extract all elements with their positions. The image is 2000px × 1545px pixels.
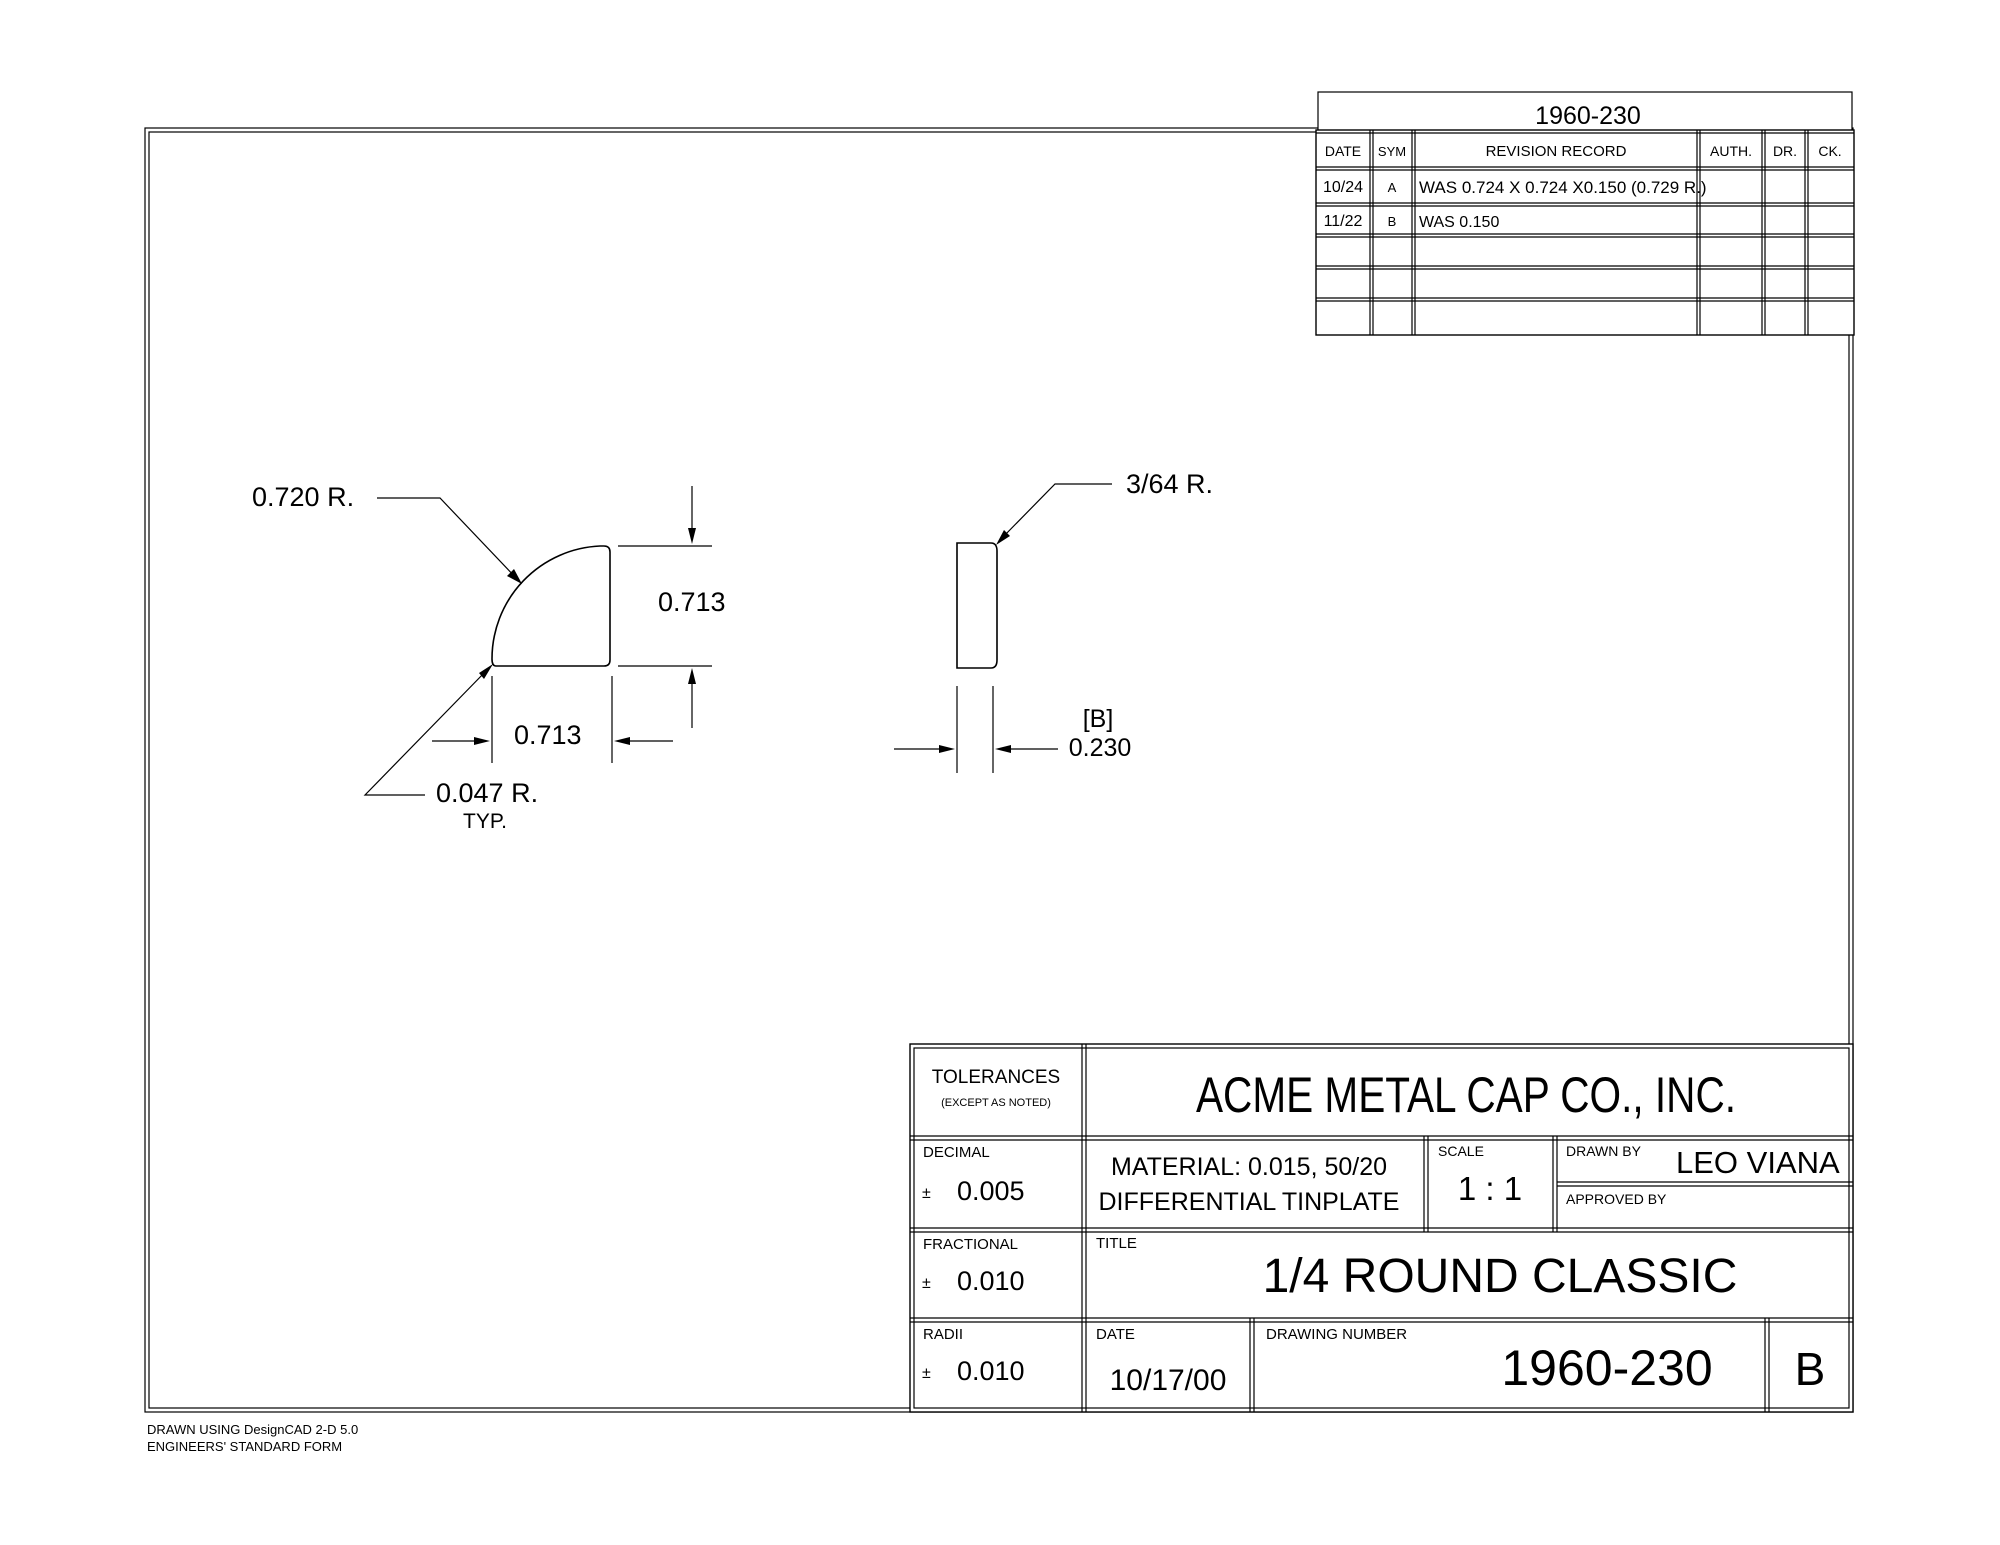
quarter-round-profile: 0.720 R. 0.713 0.713 0.047 R. TYP.: [252, 482, 726, 833]
drawing-title: 1/4 ROUND CLASSIC: [1263, 1250, 1738, 1303]
drawn-by-label: DRAWN BY: [1566, 1143, 1642, 1159]
revision-letter: B: [1795, 1343, 1826, 1395]
approved-by-label: APPROVED BY: [1566, 1191, 1667, 1207]
tolerances-note: (EXCEPT AS NOTED): [941, 1097, 1051, 1109]
edge-radius-arrowhead: [996, 530, 1010, 545]
revision-block: 1960-230 DATE SYM REVISION RECORD AUTH. …: [1315, 91, 1855, 336]
radii-plus-minus: ±: [922, 1365, 931, 1382]
fractional-plus-minus: ±: [922, 1275, 931, 1292]
revision-row-a-sym: A: [1388, 180, 1397, 195]
fractional-tolerance-value: 0.010: [957, 1266, 1025, 1296]
revision-row-b-date: 11/22: [1324, 213, 1363, 230]
footer-notes: DRAWN USING DesignCAD 2-D 5.0 ENGINEERS'…: [147, 1422, 358, 1454]
revision-header-record: REVISION RECORD: [1486, 143, 1627, 160]
radii-tolerance-value: 0.010: [957, 1356, 1025, 1386]
edge-radius-leader: [1000, 483, 1112, 540]
company-name: ACME METAL CAP CO., INC.: [1196, 1067, 1736, 1123]
side-view-outline: [956, 542, 998, 669]
decimal-tolerance-value: 0.005: [957, 1176, 1025, 1206]
outer-radius-leader: [377, 497, 519, 581]
height-dimension-label: 0.713: [658, 587, 726, 617]
revision-row-a-record: WAS 0.724 X 0.724 X0.150 (0.729 R.): [1419, 178, 1707, 197]
outer-radius-label: 0.720 R.: [252, 482, 354, 512]
drawn-by-value: LEO VIANA: [1676, 1145, 1840, 1180]
outer-radius-arrowhead: [507, 569, 522, 584]
corner-radius-label: 0.047 R.: [436, 778, 538, 808]
revision-header-dr: DR.: [1773, 143, 1797, 159]
revision-row-a-date: 10/24: [1323, 179, 1363, 196]
drawing-number: 1960-230: [1501, 1340, 1712, 1396]
revision-row-b-record: WAS 0.150: [1419, 214, 1499, 231]
decimal-label: DECIMAL: [923, 1144, 990, 1161]
date-label: DATE: [1096, 1326, 1135, 1343]
material-line-2: DIFFERENTIAL TINPLATE: [1099, 1188, 1400, 1216]
scale-label: SCALE: [1438, 1143, 1484, 1159]
height-arrowhead-bottom: [688, 668, 696, 684]
footer-form-note: ENGINEERS' STANDARD FORM: [147, 1439, 342, 1454]
scale-value: 1 : 1: [1458, 1170, 1522, 1207]
thickness-revision-marker: [B]: [1083, 705, 1114, 733]
material-line-1: MATERIAL: 0.015, 50/20: [1111, 1153, 1387, 1181]
thickness-dimension-label: 0.230: [1069, 734, 1132, 762]
corner-radius-arrowhead: [479, 664, 493, 679]
revision-header-ck: CK.: [1818, 143, 1841, 159]
revision-header-auth: AUTH.: [1710, 143, 1752, 159]
revision-header-date: DATE: [1325, 143, 1361, 159]
corner-radius-leader: [363, 669, 488, 796]
title-block: TOLERANCES (EXCEPT AS NOTED) ACME METAL …: [909, 1043, 1854, 1413]
footer-software-note: DRAWN USING DesignCAD 2-D 5.0: [147, 1422, 358, 1437]
corner-radius-typ-note: TYP.: [463, 810, 507, 833]
width-arrowhead-right: [614, 737, 630, 745]
radii-label: RADII: [923, 1326, 963, 1343]
edge-radius-label: 3/64 R.: [1126, 469, 1213, 499]
tolerances-label: TOLERANCES: [932, 1067, 1060, 1088]
revision-header-sym: SYM: [1378, 144, 1406, 159]
revision-row-b-sym: B: [1388, 214, 1397, 229]
thickness-arrowhead-left: [939, 745, 955, 753]
height-arrowhead-top: [688, 528, 696, 544]
decimal-plus-minus: ±: [922, 1185, 931, 1202]
drawing-date: 10/17/00: [1110, 1364, 1227, 1397]
drawing-number-label: DRAWING NUMBER: [1266, 1326, 1407, 1343]
profile-outline: [491, 545, 611, 667]
thickness-arrowhead-right: [995, 745, 1011, 753]
revision-block-drawing-number: 1960-230: [1535, 102, 1641, 130]
width-dimension-label: 0.713: [514, 720, 582, 750]
fractional-label: FRACTIONAL: [923, 1236, 1018, 1253]
title-label: TITLE: [1096, 1235, 1137, 1252]
side-view: 3/64 R. [B] 0.230: [894, 469, 1213, 773]
width-arrowhead-left: [474, 737, 490, 745]
